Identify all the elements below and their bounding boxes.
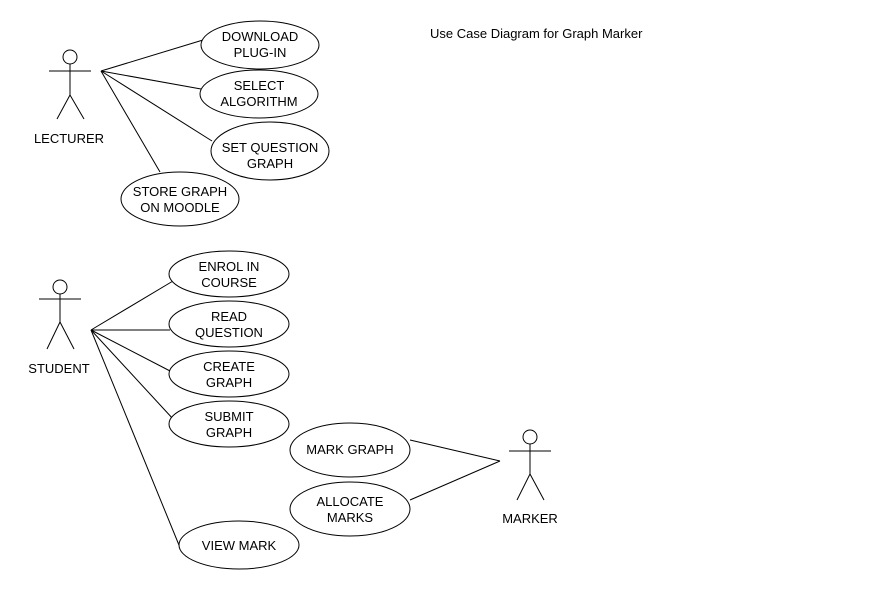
use-case-store-graph-on-moodle[interactable]: STORE GRAPH ON MOODLE	[120, 171, 240, 227]
use-case-label: GRAPH	[247, 156, 293, 171]
use-case-label: VIEW MARK	[202, 538, 277, 553]
use-case-download-plugin[interactable]: DOWNLOAD PLUG-IN	[200, 20, 320, 70]
use-case-label: PLUG-IN	[234, 45, 287, 60]
use-case-label: SET QUESTION	[222, 140, 319, 155]
use-case-label: SUBMIT	[204, 409, 253, 424]
assoc-lecturer-select-algorithm	[100, 70, 202, 90]
assoc-student-view-mark	[90, 329, 182, 551]
use-case-label: ALLOCATE	[317, 494, 384, 509]
assoc-marker-allocate-marks	[409, 460, 501, 501]
use-case-label: COURSE	[201, 275, 257, 290]
use-case-label: CREATE	[203, 359, 255, 374]
use-case-label: GRAPH	[206, 375, 252, 390]
use-case-enrol-in-course[interactable]: ENROL IN COURSE	[168, 250, 290, 298]
use-case-label: ON MOODLE	[140, 200, 220, 215]
use-case-label: STORE GRAPH	[133, 184, 227, 199]
assoc-lecturer-download-plugin	[100, 39, 204, 72]
use-case-view-mark[interactable]: VIEW MARK	[178, 520, 300, 570]
stick-figure-icon	[509, 429, 551, 501]
actor-lecturer-label: LECTURER	[34, 131, 104, 146]
assoc-lecturer-set-question-graph	[100, 70, 213, 142]
stick-figure-icon	[49, 49, 91, 120]
lecturer-associations	[100, 39, 213, 173]
actor-student[interactable]	[39, 279, 81, 350]
actor-marker[interactable]	[509, 429, 551, 501]
use-case-label: ALGORITHM	[220, 94, 297, 109]
assoc-student-enrol	[90, 280, 174, 331]
use-case-set-question-graph[interactable]: SET QUESTION GRAPH	[210, 121, 330, 181]
actor-student-label: STUDENT	[28, 361, 89, 376]
use-case-mark-graph[interactable]: MARK GRAPH	[289, 422, 411, 478]
assoc-lecturer-store-graph	[100, 70, 161, 173]
use-case-label: MARK GRAPH	[306, 442, 393, 457]
use-case-label: QUESTION	[195, 325, 263, 340]
use-case-label: MARKS	[327, 510, 374, 525]
actor-lecturer[interactable]	[49, 49, 91, 120]
marker-associations	[409, 439, 501, 501]
actor-marker-label: MARKER	[502, 511, 558, 526]
use-case-label: SELECT	[234, 78, 285, 93]
use-case-submit-graph[interactable]: SUBMIT GRAPH	[168, 400, 290, 448]
use-case-read-question[interactable]: READ QUESTION	[168, 300, 290, 348]
use-case-label: DOWNLOAD	[222, 29, 299, 44]
use-case-label: GRAPH	[206, 425, 252, 440]
use-case-allocate-marks[interactable]: ALLOCATE MARKS	[289, 481, 411, 537]
student-associations	[90, 280, 182, 551]
use-case-label: ENROL IN	[199, 259, 260, 274]
use-case-select-algorithm[interactable]: SELECT ALGORITHM	[199, 69, 319, 119]
assoc-marker-mark-graph	[409, 439, 501, 462]
assoc-student-submit-graph	[90, 329, 175, 421]
use-case-create-graph[interactable]: CREATE GRAPH	[168, 350, 290, 398]
assoc-student-create-graph	[90, 329, 173, 373]
use-case-label: READ	[211, 309, 247, 324]
stick-figure-icon	[39, 279, 81, 350]
diagram-title: Use Case Diagram for Graph Marker	[430, 26, 643, 41]
